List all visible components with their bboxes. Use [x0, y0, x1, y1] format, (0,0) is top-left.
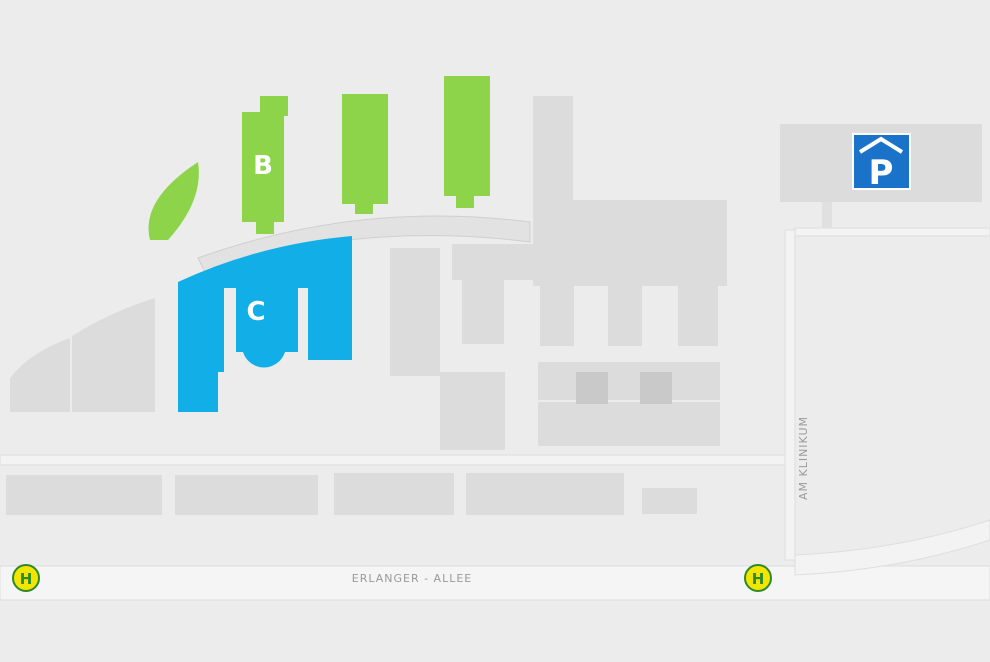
building-b-wing-1-top: [260, 96, 288, 116]
am-klinikum-road: [784, 229, 796, 561]
block-wing-a-tooth-3: [608, 280, 642, 346]
bus-stop-label: H: [752, 570, 765, 588]
building-c-label: C: [246, 297, 265, 327]
building-bottom-2: [175, 475, 318, 515]
parking-connector: [822, 202, 832, 228]
bus-stop-west[interactable]: H: [12, 564, 40, 592]
road-curve: [794, 519, 990, 576]
building-bottom-1: [6, 475, 162, 515]
inner-road: [0, 454, 786, 466]
street-label-am-klinikum: AM KLINIKUM: [797, 416, 810, 500]
building-b-wing-3: [444, 76, 490, 196]
bus-stop-icon: [12, 564, 40, 592]
building-b-label: B: [253, 151, 273, 181]
building-bottom-4: [466, 473, 624, 515]
bottom-buildings: [6, 473, 697, 515]
building-bottom-3: [334, 473, 454, 515]
building-wedge-mid: [72, 298, 155, 412]
block-wing-b-gap-2: [640, 372, 672, 404]
bus-stop-east[interactable]: H: [744, 564, 772, 592]
bus-stop-label: H: [20, 570, 33, 588]
block-l-shape: [390, 248, 505, 450]
block-wing-a-tooth-4: [678, 280, 718, 346]
block-wing-b-bottom: [538, 402, 720, 446]
block-wing-a-tooth-2: [540, 280, 574, 346]
parking-label: P: [869, 153, 894, 193]
parking-garage-icon: [858, 136, 904, 154]
building-c[interactable]: C: [178, 236, 352, 412]
building-b[interactable]: B: [148, 76, 490, 240]
bus-stop-icon: [744, 564, 772, 592]
building-bottom-5: [642, 488, 697, 514]
building-b-wing-2-neck: [355, 200, 373, 214]
street-label-erlanger-allee: ERLANGER - ALLEE: [352, 572, 473, 585]
block-wing-a-tooth-1: [462, 280, 504, 344]
parking-sign: [852, 133, 911, 190]
building-wedge-west: [10, 338, 70, 412]
building-b-wing-1-neck: [256, 218, 274, 234]
parking-garage[interactable]: P: [780, 124, 982, 202]
tower-north: [533, 96, 573, 200]
west-wedge: [10, 298, 155, 412]
building-c-shape: [178, 236, 352, 412]
roads: [0, 202, 990, 601]
upper-right-road: [794, 227, 990, 237]
building-b-wing-1: [242, 112, 284, 222]
central-complex: [390, 96, 727, 450]
building-b-wing-2: [342, 94, 388, 204]
building-b-wing-3-neck: [456, 192, 474, 208]
block-wing-b: [538, 362, 720, 400]
building-b-crescent: [148, 162, 199, 240]
block-wing-b-gap-1: [576, 372, 608, 404]
block-wing-a: [452, 244, 717, 280]
